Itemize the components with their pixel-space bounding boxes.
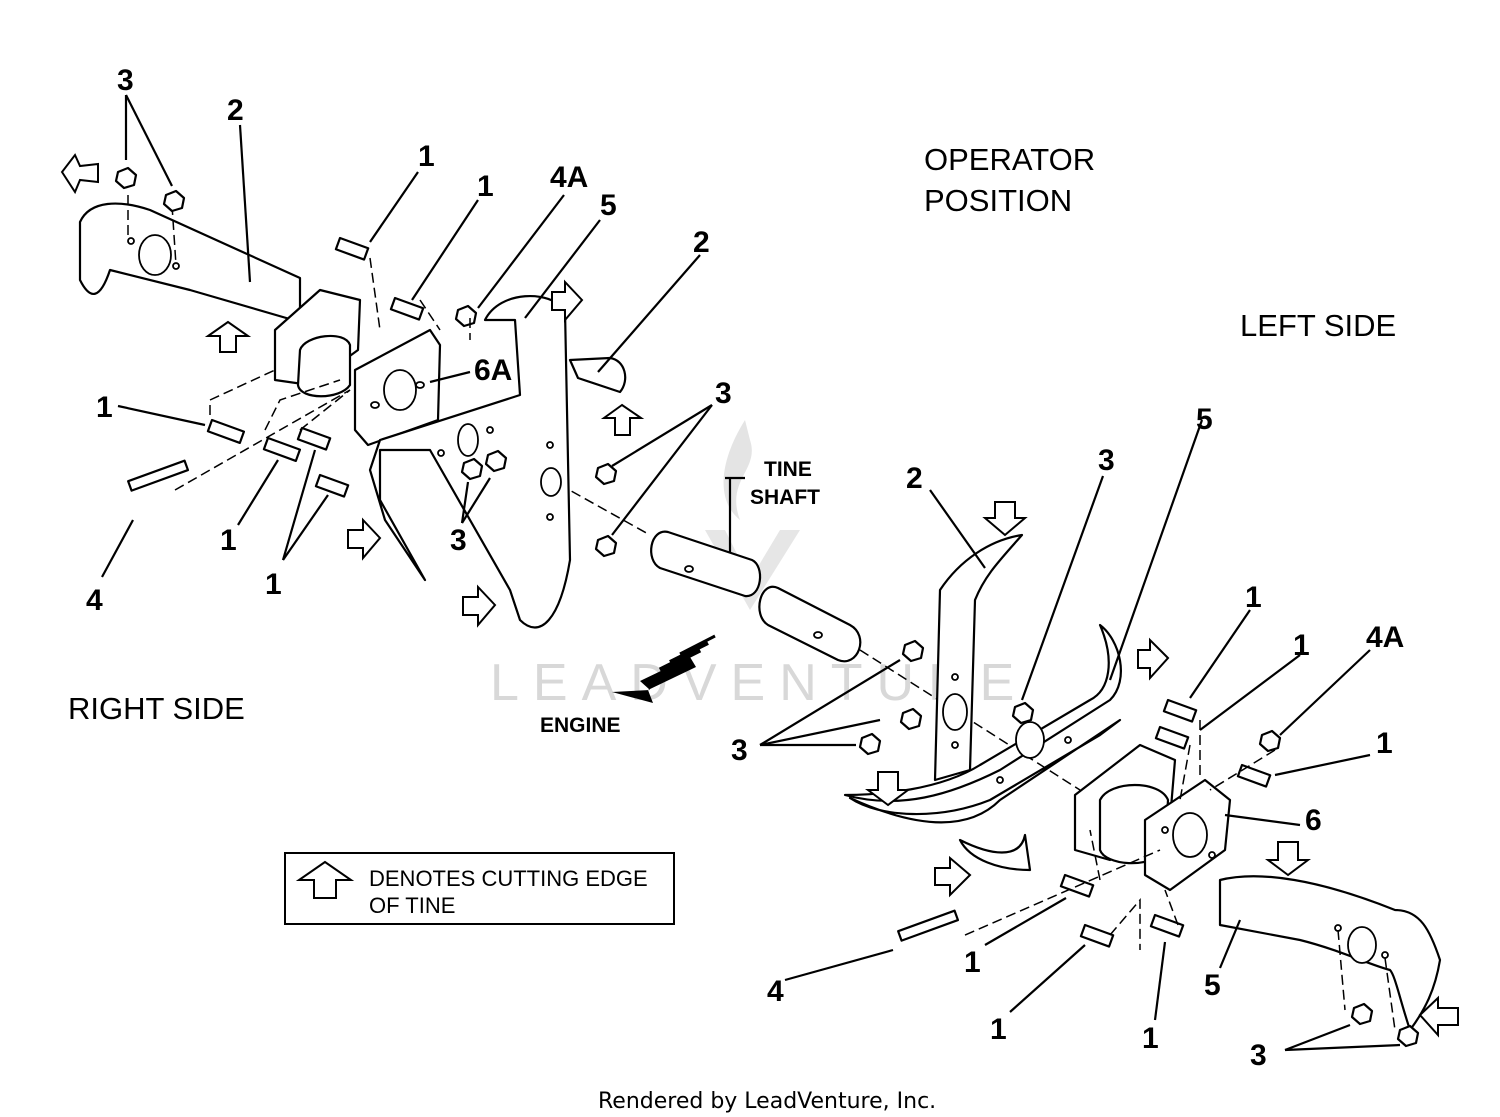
left-side-label: LEFT SIDE	[1240, 308, 1396, 343]
cutting-edge-arrow-icon	[1265, 841, 1311, 877]
callout-4: 4	[86, 584, 103, 617]
callout-1: 1	[96, 391, 113, 424]
callouts: 3 2 1 1 4A 5 2 6A 1 3 3 1 1 4 5 3 2 1 1 …	[86, 64, 1404, 1072]
callout-3: 3	[715, 377, 732, 410]
engine-direction-arrow	[612, 634, 716, 703]
callout-5: 5	[600, 189, 617, 222]
right-side-label: RIGHT SIDE	[68, 691, 245, 726]
callout-1: 1	[1142, 1022, 1159, 1055]
cutting-edge-arrows	[60, 153, 1459, 1038]
callout-1: 1	[1245, 581, 1262, 614]
callout-3: 3	[450, 524, 467, 557]
nut-icon	[114, 166, 618, 558]
callout-2: 2	[227, 94, 244, 127]
tine-shaft	[479, 439, 1081, 791]
callout-3: 3	[1098, 444, 1115, 477]
bolt-icon	[127, 236, 425, 498]
callout-5: 5	[1196, 403, 1213, 436]
tine-label: TINE	[764, 458, 812, 481]
callout-1: 1	[1293, 629, 1310, 662]
legend-box: DENOTES CUTTING EDGE OF TINE	[284, 852, 675, 925]
callout-3: 3	[731, 734, 748, 767]
callout-2: 2	[906, 462, 923, 495]
v-logo-icon	[705, 530, 800, 610]
leader-lines	[101, 94, 1401, 1052]
cutting-edge-arrow-icon	[295, 860, 355, 899]
right-side-tine-assembly	[78, 166, 627, 629]
callout-1: 1	[990, 1013, 1007, 1046]
flame-logo-icon	[723, 420, 752, 520]
shaft-label: SHAFT	[750, 486, 820, 509]
callout-5: 5	[1204, 969, 1221, 1002]
callout-2: 2	[693, 226, 710, 259]
callout-3: 3	[1250, 1039, 1267, 1072]
left-side-tine-assembly	[843, 533, 1442, 1048]
callout-4a: 4A	[550, 161, 588, 194]
cutting-edge-arrow-icon	[1137, 637, 1170, 681]
cutting-edge-arrow-icon	[865, 771, 911, 807]
cutting-edge-arrow-icon	[462, 584, 497, 628]
callout-6a: 6A	[474, 354, 512, 387]
callout-1: 1	[220, 524, 237, 557]
tine-5-left	[843, 623, 1122, 803]
callout-4a: 4A	[1366, 621, 1404, 654]
tine-2-right	[78, 202, 302, 324]
engine-label: ENGINE	[540, 714, 621, 737]
callout-1: 1	[265, 568, 282, 601]
callout-1: 1	[418, 140, 435, 173]
callout-3: 3	[117, 64, 134, 97]
cutting-edge-arrow-icon	[600, 403, 645, 436]
footer-credit: Rendered by LeadVenture, Inc.	[598, 1089, 936, 1114]
legend-line-1: DENOTES CUTTING EDGE	[369, 866, 648, 891]
tine-5-left-lower	[1218, 875, 1442, 1032]
legend-line-2: OF TINE	[369, 893, 455, 918]
position-label: POSITION	[924, 183, 1072, 218]
operator-label: OPERATOR	[924, 142, 1095, 177]
callout-6: 6	[1305, 804, 1322, 837]
cutting-edge-arrow-icon	[347, 517, 382, 561]
cutting-edge-arrow-icon	[551, 279, 584, 323]
callout-4: 4	[767, 975, 784, 1008]
watermark: LEADVENTURE	[490, 420, 1028, 712]
cutting-edge-arrow-icon	[204, 320, 252, 353]
watermark-text: LEADVENTURE	[490, 654, 1028, 712]
cutting-edge-arrow-icon	[1418, 995, 1459, 1038]
callout-1: 1	[1376, 727, 1393, 760]
callout-1: 1	[477, 170, 494, 203]
cutting-edge-arrow-icon	[60, 153, 99, 195]
callout-1: 1	[964, 946, 981, 979]
tine-2-right-lower	[568, 356, 627, 394]
cutting-edge-arrow-icon	[982, 501, 1028, 537]
cutting-edge-arrow-icon	[934, 855, 972, 898]
nut-icon	[858, 639, 1420, 1048]
